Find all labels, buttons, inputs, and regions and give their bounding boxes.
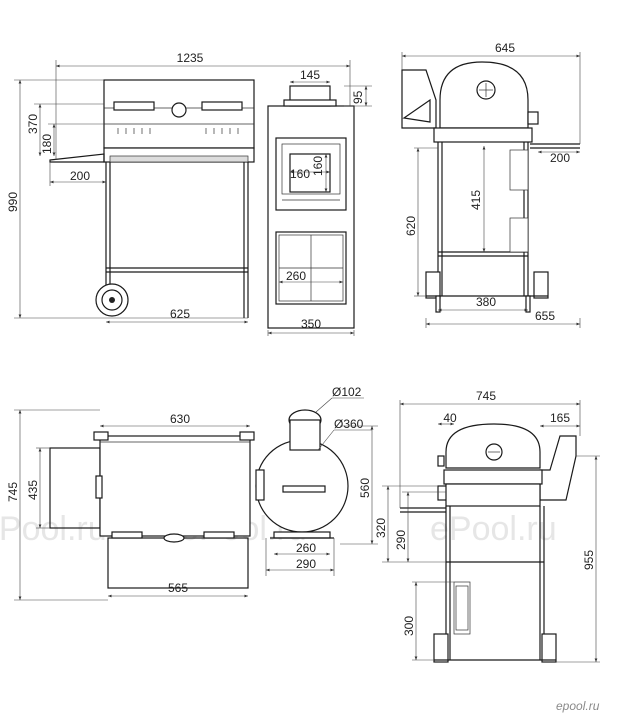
dim-label: 290: [394, 530, 408, 550]
dim-label: 380: [476, 295, 496, 309]
watermark-text: ePool.ru: [0, 510, 107, 548]
dim-label: 180: [40, 134, 54, 154]
dim-label: 320: [374, 518, 388, 538]
dim-label: 200: [70, 169, 90, 183]
front-dimensions: 1235 145 95 990 370 180 200 625 160 160 …: [6, 51, 372, 336]
side2-chimney: [539, 435, 577, 501]
dim-label: Ø360: [334, 417, 364, 431]
dim-label: 160: [311, 156, 325, 176]
dim-label: 200: [550, 151, 570, 165]
front-view: [49, 79, 355, 329]
dim-label: 160: [290, 167, 310, 181]
side-view: [401, 61, 580, 313]
dim-label: 745: [476, 389, 496, 403]
dim-label: 165: [550, 411, 570, 425]
lid-handle-left: [113, 101, 155, 111]
dim-label: 565: [168, 581, 188, 595]
side2-dimensions: 745 40 165 320 290 955 300: [374, 389, 600, 663]
site-logo: epool.ru: [556, 699, 600, 713]
dim-label: 95: [351, 90, 365, 104]
dim-label: 990: [6, 192, 20, 212]
top-view: [49, 409, 349, 589]
grill-top: [99, 435, 251, 537]
dim-label: 145: [300, 68, 320, 82]
dim-label: 645: [495, 41, 515, 55]
side-view-2: [400, 423, 577, 663]
dim-label: 290: [296, 557, 316, 571]
dim-label: 1235: [177, 51, 204, 65]
dim-label: 620: [404, 216, 418, 236]
dim-label: 655: [535, 309, 555, 323]
dim-label: 560: [358, 478, 372, 498]
dim-label: 435: [26, 480, 40, 500]
dim-label: 40: [443, 411, 457, 425]
dim-label: 415: [469, 190, 483, 210]
dim-label: 350: [301, 317, 321, 331]
dim-label: 370: [26, 114, 40, 134]
dim-label: 300: [402, 616, 416, 636]
watermark-text: ePool.ru: [430, 510, 557, 548]
dim-label: 630: [170, 412, 190, 426]
top-dimensions: 630 745 435 565 Ø102 Ø360 560 260 290: [6, 385, 378, 601]
grill-lid: [103, 79, 255, 149]
lid-handle-right: [201, 101, 243, 111]
thermometer-icon: [171, 102, 187, 118]
side-shelf: [49, 153, 105, 163]
dim-label: 260: [286, 269, 306, 283]
dim-label: 745: [6, 482, 20, 502]
dim-label: 260: [296, 541, 316, 555]
dim-label: 625: [170, 307, 190, 321]
side-dimensions: 645 200 415 620 380 655: [401, 41, 581, 328]
dim-label: Ø102: [332, 385, 362, 399]
dim-label: 955: [582, 550, 596, 570]
